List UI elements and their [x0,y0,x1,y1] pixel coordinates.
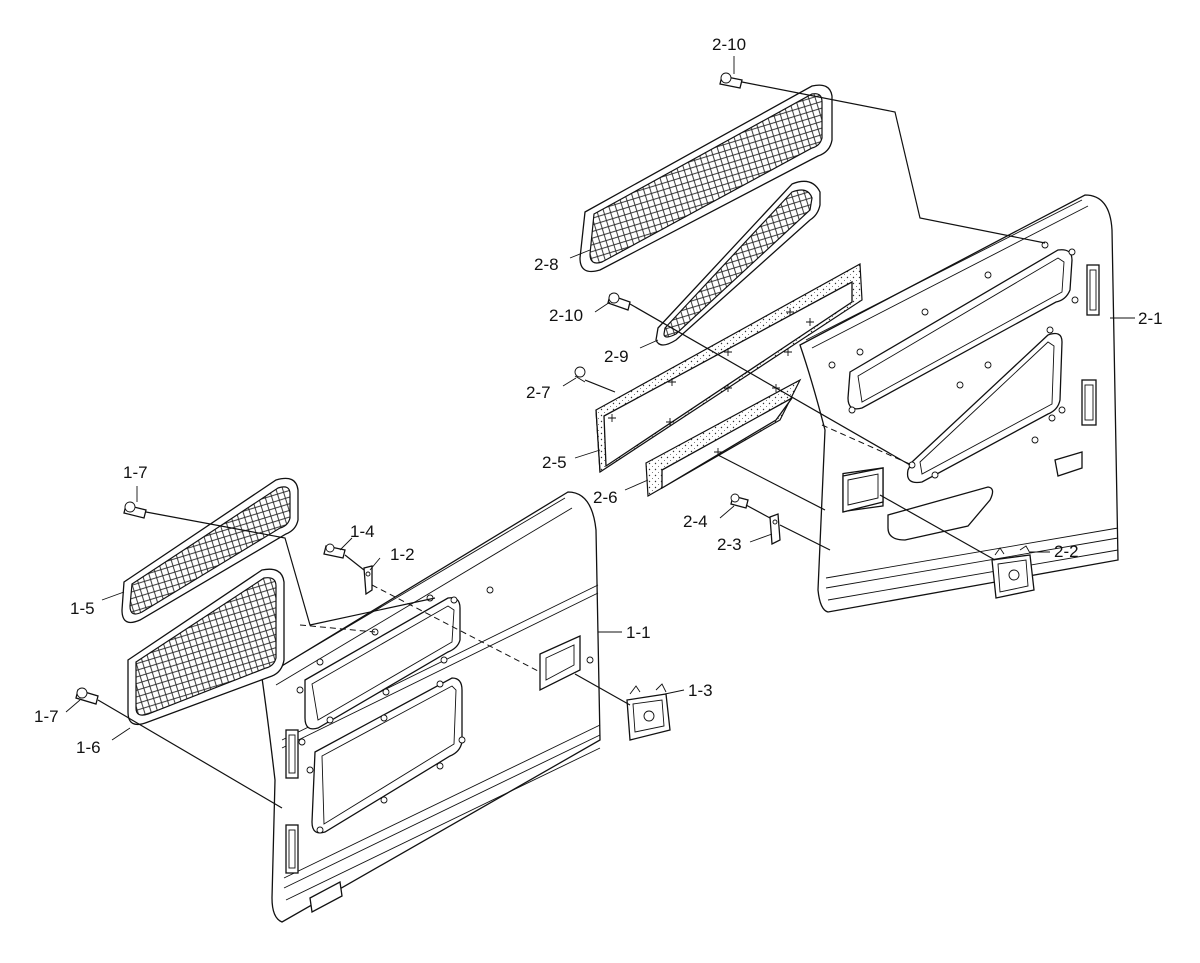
callout-2-7: 2-7 [526,383,551,402]
bolt-2-10-top [719,72,743,89]
callout-2-6: 2-6 [593,488,618,507]
callout-2-1: 2-1 [1138,309,1163,328]
callout-1-2: 1-2 [390,545,415,564]
bracket-1-2 [363,565,373,596]
callout-2-8: 2-8 [534,255,559,274]
callout-2-3: 2-3 [717,535,742,554]
front-door-panel-1-1 [261,491,601,923]
bolt-2-4 [730,493,749,509]
mesh-grille-1-5 [121,477,299,624]
callout-2-4: 2-4 [683,512,708,531]
callout-1-5: 1-5 [70,599,95,618]
bolt-1-7-top [123,501,147,519]
trim-pad-2-5 [595,263,863,474]
bolt-2-10-mid [607,292,631,311]
callout-2-2: 2-2 [1054,542,1079,561]
bolt-1-7-bottom [75,687,99,705]
door-handle-1-3 [626,683,671,741]
mesh-grille-2-9 [655,180,821,346]
clip-2-7 [574,366,586,383]
callout-2-5: 2-5 [542,453,567,472]
mesh-grille-1-6 [127,568,285,726]
rear-door-panel-2-1 [799,194,1119,613]
callout-1-1: 1-1 [626,623,651,642]
leader-lines-left [65,486,685,809]
callout-1-7-bottom: 1-7 [34,707,59,726]
bolt-1-4 [323,543,346,559]
callout-2-9: 2-9 [604,347,629,366]
callout-1-6: 1-6 [76,738,101,757]
callout-1-7-top: 1-7 [123,463,148,482]
leader-lines-right [562,56,1135,561]
trim-pad-2-6 [645,378,802,498]
callout-1-3: 1-3 [688,681,713,700]
callout-2-10-mid: 2-10 [549,306,583,325]
door-handle-2-2 [991,545,1035,599]
callout-2-10-top: 2-10 [712,35,746,54]
mesh-grille-2-8 [579,84,833,273]
callout-labels: 2-10 2-8 2-10 2-9 2-7 2-5 2-6 2-4 2-3 2-… [34,35,1163,757]
bracket-2-3 [769,513,781,546]
callout-1-4: 1-4 [350,522,375,541]
